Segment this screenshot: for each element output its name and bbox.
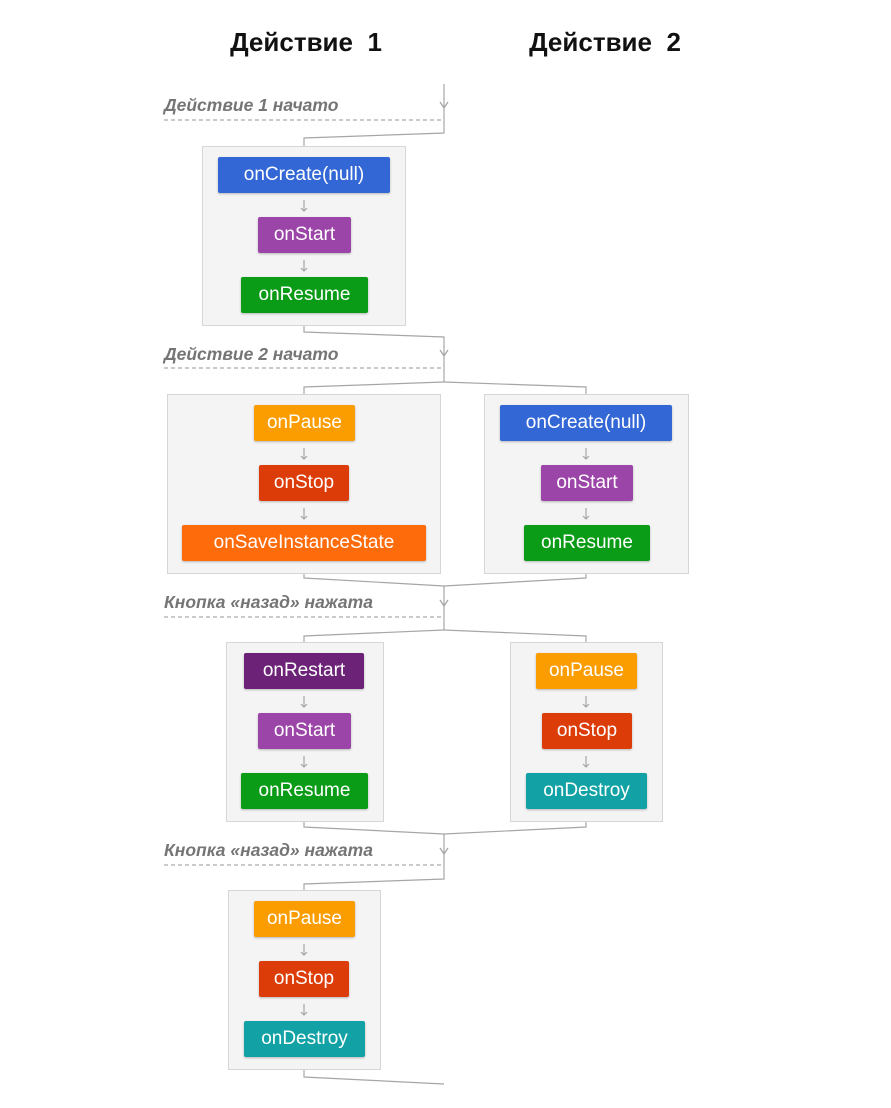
method-onresume: onResume bbox=[241, 773, 368, 809]
method-onrestart: onRestart bbox=[244, 653, 364, 689]
down-arrow-icon bbox=[582, 448, 590, 460]
method-onstart: onStart bbox=[258, 217, 351, 253]
flow-g1-to-split bbox=[303, 326, 445, 382]
method-ondestroy: onDestroy bbox=[526, 773, 647, 809]
method-onpause: onPause bbox=[254, 901, 355, 937]
flow-connectors bbox=[303, 84, 587, 1085]
column-header-activity-1: Действие 1 bbox=[230, 27, 382, 57]
method-onresume: onResume bbox=[524, 525, 650, 561]
flow-g5-to-merge bbox=[443, 822, 587, 835]
down-arrow-icon bbox=[300, 696, 308, 708]
method-onstart: onStart bbox=[258, 713, 351, 749]
method-oncreate: onCreate(null) bbox=[218, 157, 390, 193]
down-arrow-icon bbox=[582, 508, 590, 520]
flow-g2-to-merge bbox=[303, 574, 445, 587]
method-onstart: onStart bbox=[541, 465, 633, 501]
down-arrow-icon bbox=[300, 1004, 308, 1016]
down-arrow-icon bbox=[582, 756, 590, 768]
flow-arrowheads bbox=[439, 101, 449, 856]
arrow-head-1 bbox=[439, 101, 449, 110]
method-onstop: onStop bbox=[542, 713, 632, 749]
flow-split-g2 bbox=[303, 381, 445, 394]
flow-split-g5 bbox=[443, 629, 587, 642]
column-header-activity-2: Действие 2 bbox=[529, 27, 681, 57]
event-label-activity-1-started: Действие 1 начато bbox=[164, 95, 339, 115]
down-arrow-icon bbox=[300, 944, 308, 956]
method-onpause: onPause bbox=[254, 405, 355, 441]
down-arrow-icon bbox=[582, 696, 590, 708]
down-arrow-icon bbox=[300, 260, 308, 272]
event-label-activity-2-started: Действие 2 начато bbox=[164, 344, 339, 364]
event-separator-lines bbox=[164, 119, 444, 866]
arrow-head-3 bbox=[439, 599, 449, 608]
flow-end bbox=[303, 1070, 445, 1085]
flow-g4-to-merge bbox=[303, 822, 445, 835]
down-arrow-icon bbox=[300, 756, 308, 768]
method-onstop: onStop bbox=[259, 961, 349, 997]
down-arrow-icon bbox=[300, 448, 308, 460]
arrow-head-2 bbox=[439, 349, 449, 358]
down-arrow-icon bbox=[300, 200, 308, 212]
event-label-back-pressed: Кнопка «назад» нажата bbox=[164, 840, 373, 860]
flow-merge-down-2 bbox=[303, 834, 445, 890]
method-oncreate: onCreate(null) bbox=[500, 405, 672, 441]
flow-split-g3 bbox=[443, 381, 587, 394]
method-onpause: onPause bbox=[536, 653, 637, 689]
method-ondestroy: onDestroy bbox=[244, 1021, 365, 1057]
down-arrow-icon bbox=[300, 508, 308, 520]
arrow-head-4 bbox=[439, 847, 449, 856]
method-onsaveinstancestate: onSaveInstanceState bbox=[182, 525, 426, 561]
method-onstop: onStop bbox=[259, 465, 349, 501]
event-label-back-pressed: Кнопка «назад» нажата bbox=[164, 592, 373, 612]
flow-split-g4 bbox=[303, 629, 445, 642]
flow-g3-to-merge bbox=[443, 574, 587, 587]
method-onresume: onResume bbox=[241, 277, 368, 313]
